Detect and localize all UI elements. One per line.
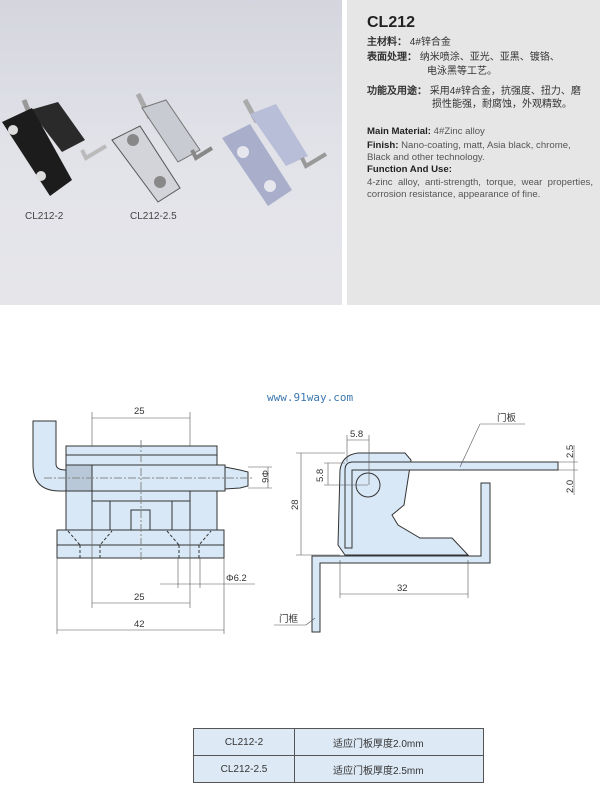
en-function-label: Function And Use: (367, 164, 452, 175)
product-photo-panel: CL212-2 CL212-2.5 (0, 0, 342, 305)
en-function: 4-zinc alloy, anti-strength, torque, wea… (367, 177, 593, 200)
table-row: CL212-2.5 适应门板厚度2.5mm (193, 755, 484, 783)
side-dimensions (274, 423, 578, 626)
model-title: CL212 (367, 14, 416, 31)
table-cell-application: 适应门板厚度2.5mm (294, 755, 484, 783)
dim-offset-x: 5.8 (350, 429, 363, 440)
front-dimensions (56, 412, 272, 634)
spec-panel: CL212 主材料： 4#锌合金 表面处理： 纳米喷涂、亚光、亚黑、镀铬、 电泳… (347, 0, 600, 305)
dim-thick-bottom: 2.0 (565, 480, 576, 493)
table-row: CL212-2 适应门板厚度2.0mm (193, 728, 484, 756)
zh-function: 功能及用途： 采用4#锌合金，抗强度、扭力、磨 (367, 86, 581, 97)
hinge-black (2, 99, 108, 196)
dim-height-28: 28 (290, 499, 301, 510)
table-cell-application: 适应门板厚度2.0mm (294, 728, 484, 756)
hinge-matt (222, 98, 328, 206)
photo-caption: CL212-2 (25, 211, 64, 222)
front-view (32, 420, 252, 562)
en-finish: Finish: Nano-coating, matt, Asia black, … (367, 140, 571, 163)
photo-caption: CL212-2.5 (130, 211, 177, 222)
dim-offset-y: 5.8 (315, 469, 326, 482)
dim-total-42: 42 (134, 619, 145, 630)
dim-top-25: 25 (134, 406, 145, 417)
spec-table: CL212-2 适应门板厚度2.0mm CL212-2.5 适应门板厚度2.5m… (193, 728, 484, 783)
watermark: www.91way.com (267, 391, 354, 404)
technical-drawing: 25 Φ6 Φ6.2 25 42 5.8 5.8 28 2.5 2.0 32 门… (32, 406, 578, 634)
dim-thick-top: 2.5 (565, 445, 576, 458)
dim-bottom-25: 25 (134, 592, 145, 603)
zh-finish: 表面处理： 纳米喷涂、亚光、亚黑、镀铬、 (367, 52, 560, 63)
zh-finish-2: 电泳黑等工艺。 (427, 66, 497, 77)
side-view (311, 452, 559, 633)
zh-function-2: 损性能强，耐腐蚀，外观精致。 (432, 99, 572, 110)
dim-hole-diameter: Φ6.2 (226, 573, 247, 584)
hinge-chrome (111, 92, 214, 203)
dim-pin-diameter: Φ6 (259, 470, 270, 483)
table-cell-model: CL212-2 (224, 736, 264, 748)
en-material: Main Material: 4#Zinc alloy (367, 126, 485, 137)
label-door-panel: 门板 (497, 412, 517, 424)
dim-width-32: 32 (397, 583, 408, 594)
zh-material: 主材料： 4#锌合金 (367, 37, 451, 48)
hinge-photos (2, 92, 328, 206)
label-door-frame: 门框 (279, 613, 299, 625)
table-cell-model: CL212-2.5 (220, 763, 268, 775)
